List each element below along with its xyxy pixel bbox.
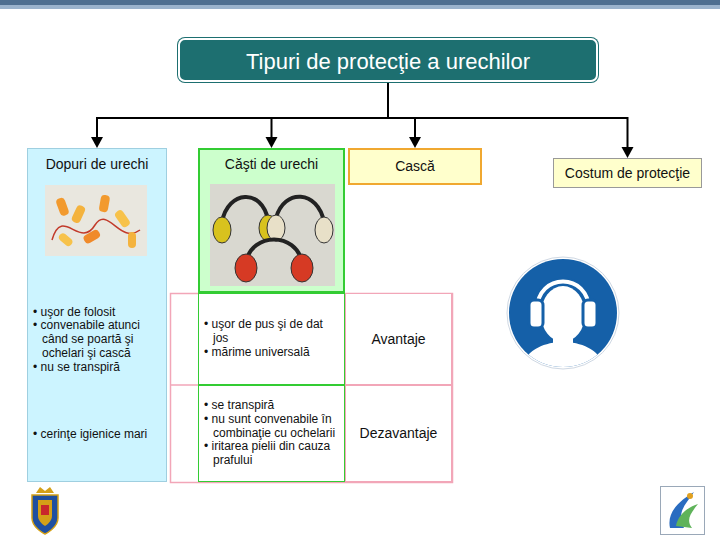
text-group: Tipuri de protecţie a urechilor	[180, 40, 596, 84]
bullet-text: • convenabile atunci când se poartă şi o…	[33, 319, 161, 360]
label-text: Costum de protecţie	[565, 165, 690, 181]
text-group: Costum de protecţie	[554, 159, 701, 187]
bullet-text: • mărime universală	[204, 346, 339, 360]
bullet-text: • uşor de pus şi de dat jos	[204, 318, 339, 346]
text-group: • uşor de folosit• convenabile atunci câ…	[28, 294, 166, 386]
text-group: Cască	[350, 150, 480, 183]
bullet-text: • cerinţe igienice mari	[33, 428, 161, 442]
category-box: Cască	[348, 148, 482, 185]
text-group: Căşti de urechi	[200, 153, 343, 175]
connector-arrow	[388, 82, 421, 148]
text-group: Dopuri de urechi	[28, 153, 166, 175]
text-group: • uşor de pus şi de dat jos• mărime univ…	[199, 294, 344, 384]
label-text: Avantaje	[371, 331, 425, 347]
project-logo	[661, 487, 705, 535]
connector-arrow	[266, 82, 389, 148]
row-label-cell: Avantaje	[345, 293, 452, 385]
earmuff-photo	[210, 184, 335, 286]
title-box: Tipuri de protecţie a urechilor	[178, 38, 598, 82]
table-cell: • uşor de pus şi de dat jos• mărime univ…	[198, 293, 345, 385]
earplug-photo	[45, 185, 147, 256]
label-text: Dopuri de urechi	[46, 156, 149, 172]
label-text: Dezavantaje	[360, 425, 438, 441]
connector-arrow	[91, 82, 388, 148]
text-group: • cerinţe igienice mari	[28, 386, 166, 483]
column-box: Dopuri de urechi • uşor de folosit• conve…	[27, 148, 167, 482]
text-group: Avantaje	[346, 294, 451, 384]
column-box: Căşti de urechi	[198, 148, 345, 293]
label-text: Cască	[395, 158, 435, 174]
table-cell: • se transpiră• nu sunt convenabile în c…	[198, 385, 345, 482]
text-group: • se transpiră• nu sunt convenabile în c…	[199, 386, 344, 481]
bullet-text: • se transpiră	[204, 399, 339, 413]
connector-arrow	[388, 82, 634, 158]
row-label-cell: Dezavantaje	[345, 385, 452, 482]
bullet-text: • iritarea pielii din cauza prafului	[204, 440, 339, 468]
coat-of-arms	[32, 487, 58, 534]
bullet-text: • nu se transpiră	[33, 361, 161, 375]
top-band-light	[0, 5, 720, 9]
label-text: Căşti de urechi	[225, 156, 318, 172]
text-group: Dezavantaje	[346, 386, 451, 481]
top-band	[0, 0, 720, 5]
category-box: Costum de protecţie	[553, 158, 702, 188]
ear-protection-sign	[503, 253, 623, 373]
bullet-text: • uşor de folosit	[33, 306, 161, 320]
bullet-text: • nu sunt convenabile în combinaţie cu o…	[204, 413, 339, 441]
table-frame	[171, 294, 453, 483]
title-text: Tipuri de protecţie a urechilor	[246, 49, 530, 74]
